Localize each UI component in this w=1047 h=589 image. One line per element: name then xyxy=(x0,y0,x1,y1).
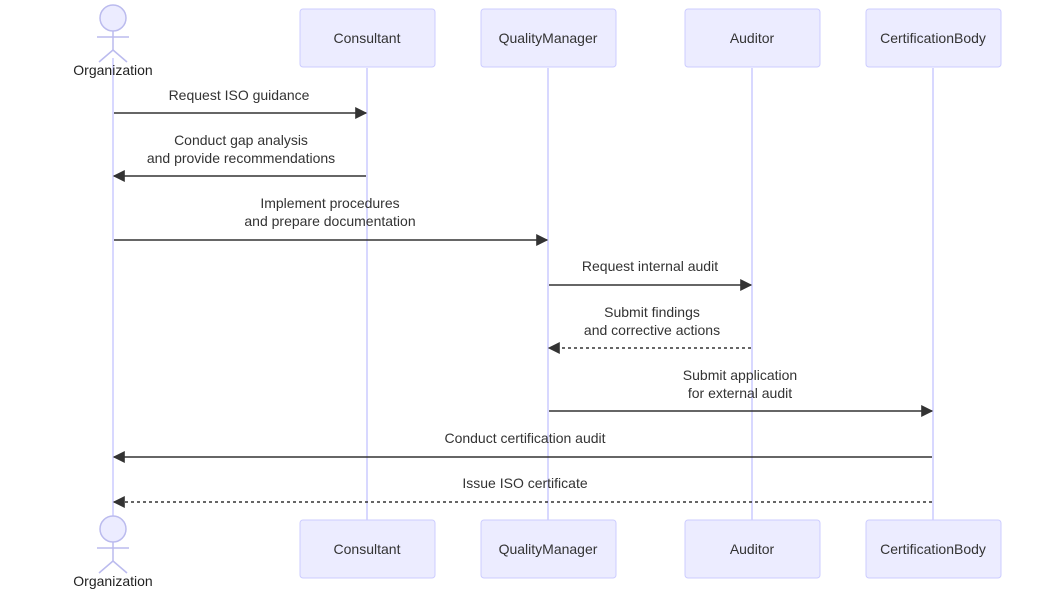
message-label-line-2: and corrective actions xyxy=(584,322,720,338)
message-label-line-2: and provide recommendations xyxy=(147,150,335,166)
participant-label: QualityManager xyxy=(499,541,598,557)
message-request-internal-audit: Request internal audit xyxy=(549,258,753,291)
participant-quality-manager-bottom: QualityManager xyxy=(480,519,617,579)
actor-head-icon xyxy=(99,515,127,543)
message-submit-application: Submit application for external audit xyxy=(549,367,934,417)
message-issue-certificate: Issue ISO certificate xyxy=(112,475,932,508)
participant-label: Auditor xyxy=(730,541,775,557)
actor-organization-bottom: Organization xyxy=(73,515,153,589)
message-submit-findings: Submit findings and corrective actions xyxy=(547,304,751,354)
message-label-line-2: and prepare documentation xyxy=(244,213,415,229)
message-label-line-2: for external audit xyxy=(688,385,792,401)
message-label: Conduct certification audit xyxy=(444,430,605,446)
message-certification-audit: Conduct certification audit xyxy=(112,430,932,463)
actor-label: Organization xyxy=(73,573,152,589)
participant-label: Auditor xyxy=(730,30,775,46)
participant-label: QualityManager xyxy=(499,30,598,46)
participant-auditor-bottom: Auditor xyxy=(684,519,821,579)
message-label-line-1: Submit findings xyxy=(604,304,700,320)
participant-label: Consultant xyxy=(334,541,401,557)
message-label-line-1: Submit application xyxy=(683,367,797,383)
message-gap-analysis: Conduct gap analysis and provide recomme… xyxy=(112,132,366,182)
participant-label: CertificationBody xyxy=(880,30,986,46)
message-implement-procedures: Implement procedures and prepare documen… xyxy=(114,195,549,246)
actor-label: Organization xyxy=(73,62,152,78)
participant-label: Consultant xyxy=(334,30,401,46)
message-label: Issue ISO certificate xyxy=(462,475,587,491)
message-label-line-1: Implement procedures xyxy=(260,195,399,211)
message-request-iso-guidance: Request ISO guidance xyxy=(114,87,368,119)
message-label: Request ISO guidance xyxy=(169,87,310,103)
participant-consultant-bottom: Consultant xyxy=(299,519,436,579)
participant-consultant-top: Consultant xyxy=(299,8,436,68)
message-label-line-1: Conduct gap analysis xyxy=(174,132,308,148)
participant-quality-manager-top: QualityManager xyxy=(480,8,617,68)
participant-certification-body-top: CertificationBody xyxy=(865,8,1002,68)
participant-label: CertificationBody xyxy=(880,541,986,557)
actor-head-icon xyxy=(99,4,127,32)
participant-auditor-top: Auditor xyxy=(684,8,821,68)
message-label: Request internal audit xyxy=(582,258,718,274)
actor-organization-top: Organization xyxy=(73,4,153,78)
participant-certification-body-bottom: CertificationBody xyxy=(865,519,1002,579)
